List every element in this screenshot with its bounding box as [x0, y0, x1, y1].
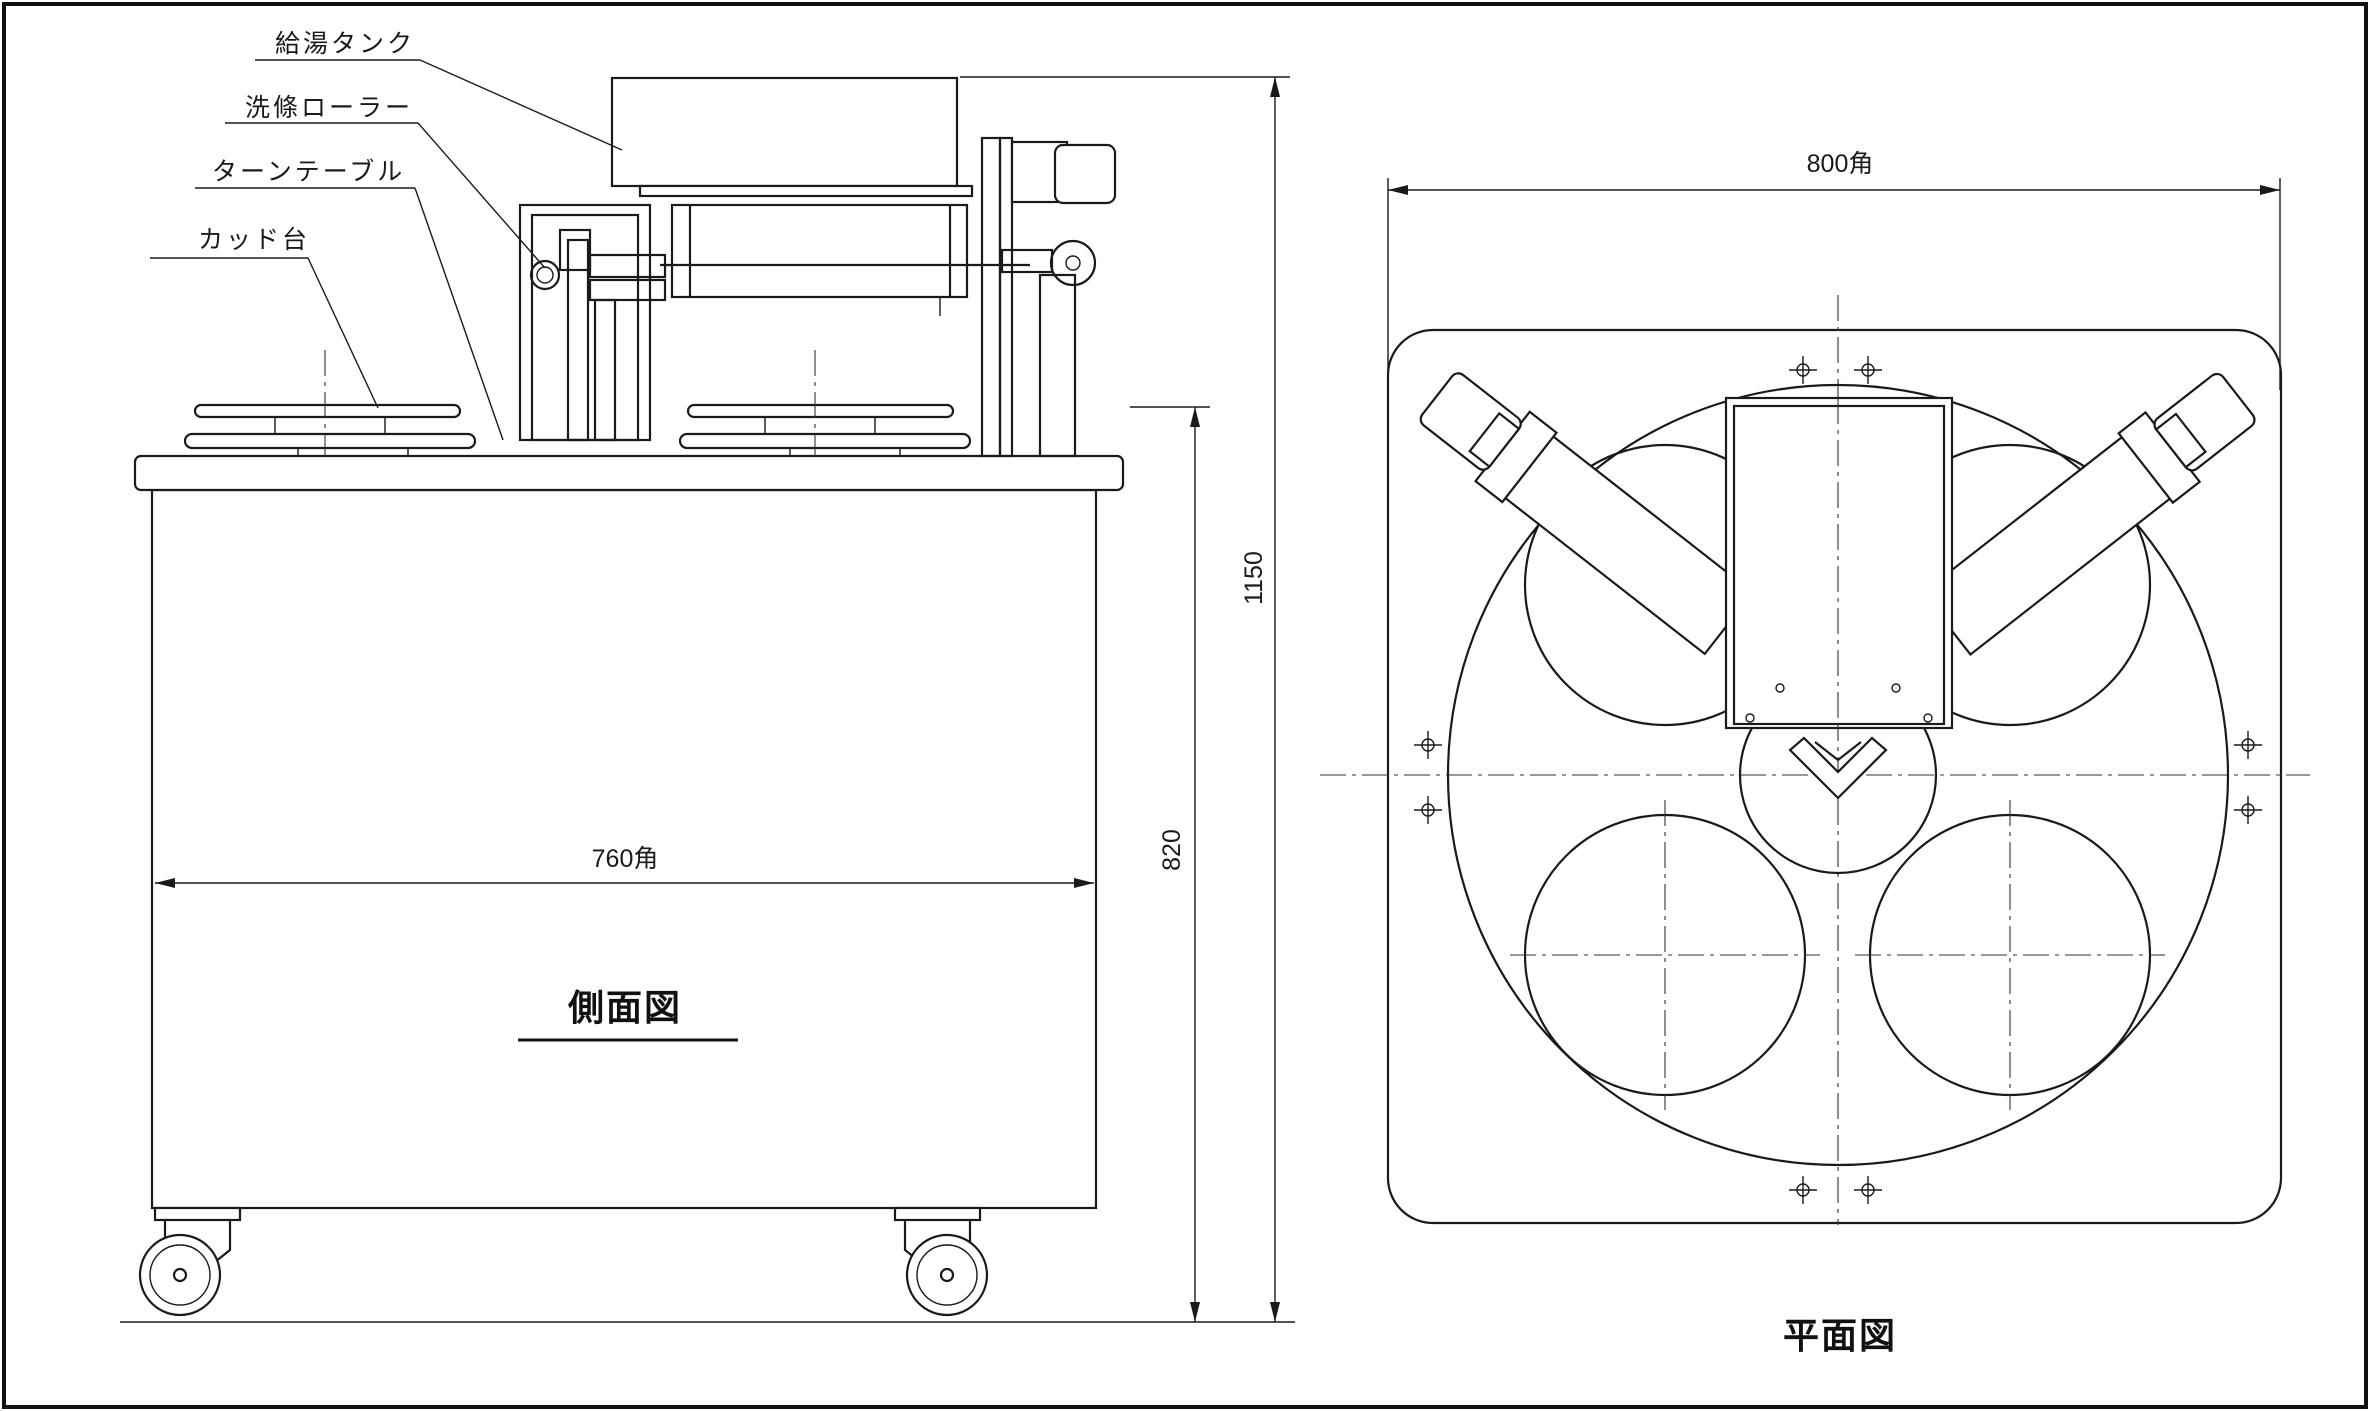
side-view-title: 側面図 [567, 988, 682, 1029]
dim-1150: 1150 [1240, 551, 1268, 605]
motor-body [1053, 143, 1117, 205]
turntable-right [678, 403, 972, 457]
tank-body [610, 76, 959, 188]
leader-roller [417, 122, 546, 269]
leader-cut [307, 257, 379, 409]
bolt-markers [1414, 356, 2262, 1204]
base-plate [1386, 328, 2283, 1225]
label-wash-roller: 洗條ローラー [245, 93, 413, 122]
turntable-left [183, 403, 477, 457]
turntable-disc [1446, 383, 2230, 1167]
leader-turntable [414, 187, 504, 441]
dim-760: 760角 [592, 845, 659, 873]
caster-right [893, 1206, 989, 1317]
plan-view-title: 平面図 [1783, 1316, 1897, 1357]
tank-lower [670, 203, 969, 299]
plan-view: 800角 [1320, 150, 2310, 1357]
roller-frame [518, 203, 667, 442]
side-view: 給湯タンク 洗條ローラー ターンテーブル カッド台 760角 820 1150 … [120, 29, 1295, 1323]
wash-roller-gear [529, 259, 561, 291]
label-cut-stand: カッド台 [198, 225, 310, 254]
roller-head [1788, 736, 1888, 800]
motor-arm-right [1920, 372, 2256, 657]
label-turntable: ターンテーブル [212, 157, 405, 186]
dimension-1150 [960, 76, 1290, 1322]
dimension-width-side [155, 878, 1094, 888]
label-hot-water-tank: 給湯タンク [275, 29, 415, 58]
table-top [133, 454, 1125, 492]
dimension-820 [1130, 406, 1210, 1322]
tank-plan [1724, 396, 1954, 730]
motor-arm-left [1419, 372, 1755, 656]
hot-water-tank [610, 76, 1030, 316]
dim-800: 800角 [1807, 150, 1874, 178]
caster-left [138, 1206, 242, 1317]
leader-tank [419, 59, 623, 151]
motor-assembly [980, 136, 1117, 458]
dim-820: 820 [1158, 829, 1186, 871]
dimension-width-plan [1387, 178, 2281, 390]
